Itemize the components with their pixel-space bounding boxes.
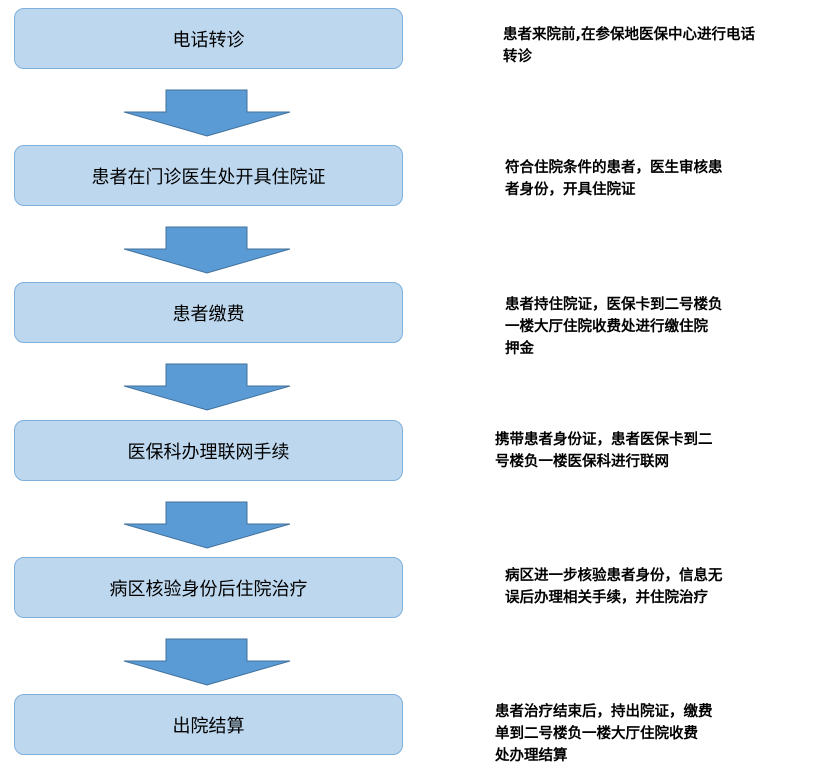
down-arrow-icon [123,226,291,274]
step-box-4: 医保科办理联网手续 [14,420,403,481]
step-label: 电话转诊 [172,29,245,51]
step-box-5: 病区核验身份后住院治疗 [14,557,403,618]
step-label: 患者在门诊医生处开具住院证 [91,166,326,188]
down-arrow-icon [123,501,291,549]
step-description-2: 符合住院条件的患者，医生审核患 者身份，开具住院证 [505,160,723,198]
down-arrow-icon [123,638,291,686]
step-description-1: 患者来院前,在参保地医保中心进行电话 转诊 [503,27,756,65]
step-label: 出院结算 [172,715,245,737]
step-label: 病区核验身份后住院治疗 [109,578,308,600]
down-arrow-icon [123,89,291,137]
step-description-3: 患者持住院证，医保卡到二号楼负 一楼大厅住院收费处进行缴住院 押金 [505,297,723,357]
step-label: 医保科办理联网手续 [127,441,290,463]
down-arrow-icon [123,363,291,411]
step-box-2: 患者在门诊医生处开具住院证 [14,145,403,206]
step-box-6: 出院结算 [14,694,403,755]
step-description-4: 携带患者身份证，患者医保卡到二 号楼负一楼医保科进行联网 [495,432,713,470]
step-box-3: 患者缴费 [14,282,403,343]
step-description-6: 患者治疗结束后，持出院证，缴费 单到二号楼负一楼大厅住院收费 处办理结算 [495,704,713,764]
step-box-1: 电话转诊 [14,8,403,69]
step-label: 患者缴费 [172,303,245,325]
step-description-5: 病区进一步核验患者身份，信息无 误后办理相关手续，并住院治疗 [505,568,723,606]
